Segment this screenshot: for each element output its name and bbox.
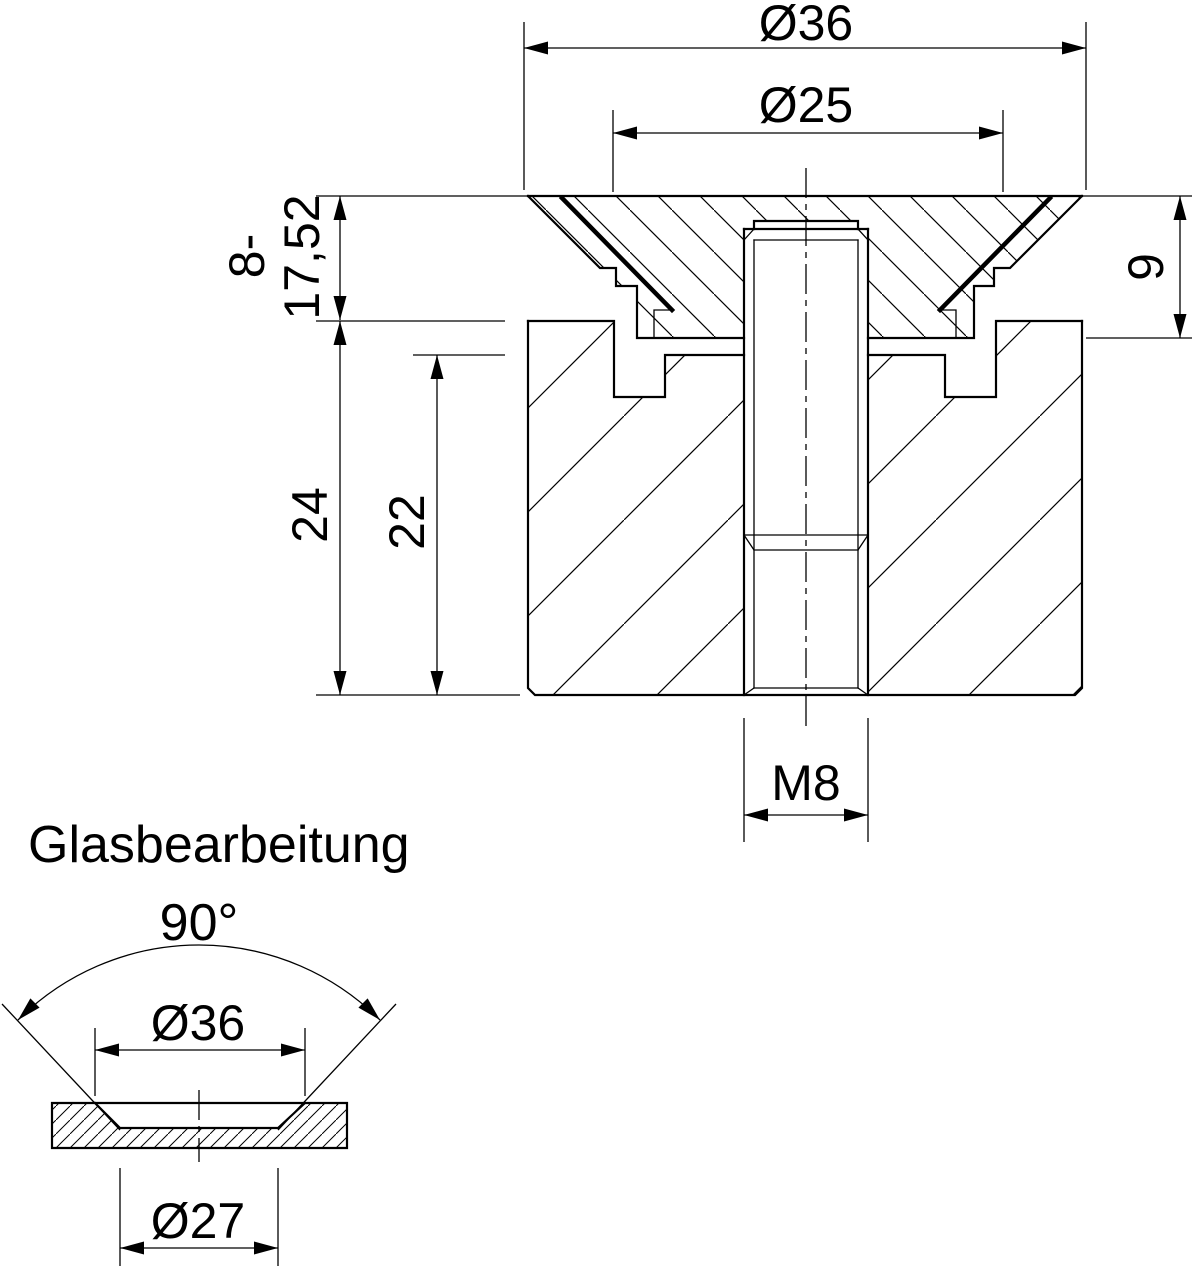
part-outline xyxy=(526,194,1084,697)
dim-height-range-label-line2: 17,52 xyxy=(274,194,330,319)
cone-edge-right xyxy=(936,194,1054,314)
dim-height-range-label-line1: 8- xyxy=(219,234,275,278)
cone-edge-left xyxy=(558,194,676,314)
dimension-countersink-angle: 90° xyxy=(1,894,397,1131)
dimension-total-height: 24 xyxy=(282,321,347,695)
dimensions-main: Ø36 Ø25 8- 17,52 24 xyxy=(219,0,1192,842)
dimension-base-height: 22 xyxy=(379,355,444,695)
dimension-countersink-diameter: Ø25 xyxy=(613,77,1003,140)
main-section-view: Ø36 Ø25 8- 17,52 24 xyxy=(219,0,1192,842)
dim-thread-label: M8 xyxy=(771,755,840,811)
section-hatching xyxy=(528,196,1082,695)
dimension-hole-inner-diameter: Ø27 xyxy=(119,1168,279,1266)
angle-leg-right xyxy=(277,1003,397,1131)
dimension-height-range: 8- 17,52 xyxy=(219,194,347,320)
dim-outer-diameter-label: Ø36 xyxy=(759,0,854,51)
dim-countersink-diameter-label: Ø25 xyxy=(759,77,854,133)
dim-hole-outer-diameter-label: Ø36 xyxy=(151,995,246,1051)
dimension-hole-outer-diameter: Ø36 xyxy=(94,995,306,1096)
threaded-stud xyxy=(742,219,870,697)
glass-view-title: Glasbearbeitung xyxy=(28,816,410,874)
dimension-thread: M8 xyxy=(744,755,868,822)
angle-arc xyxy=(17,944,381,1021)
dimension-head-depth: 9 xyxy=(1118,196,1187,338)
glass-processing-view: Glasbearbeitung 90° Ø36 xyxy=(1,816,410,1266)
dim-hole-inner-diameter-label: Ø27 xyxy=(151,1193,246,1249)
dim-base-height-label: 22 xyxy=(379,494,435,550)
dim-head-depth-label: 9 xyxy=(1118,253,1174,281)
angle-leg-left xyxy=(1,1003,121,1131)
dimension-outer-diameter: Ø36 xyxy=(524,0,1086,55)
dim-countersink-angle-label: 90° xyxy=(160,894,239,952)
dim-total-height-label: 24 xyxy=(282,487,338,543)
extension-lines xyxy=(316,22,1192,842)
